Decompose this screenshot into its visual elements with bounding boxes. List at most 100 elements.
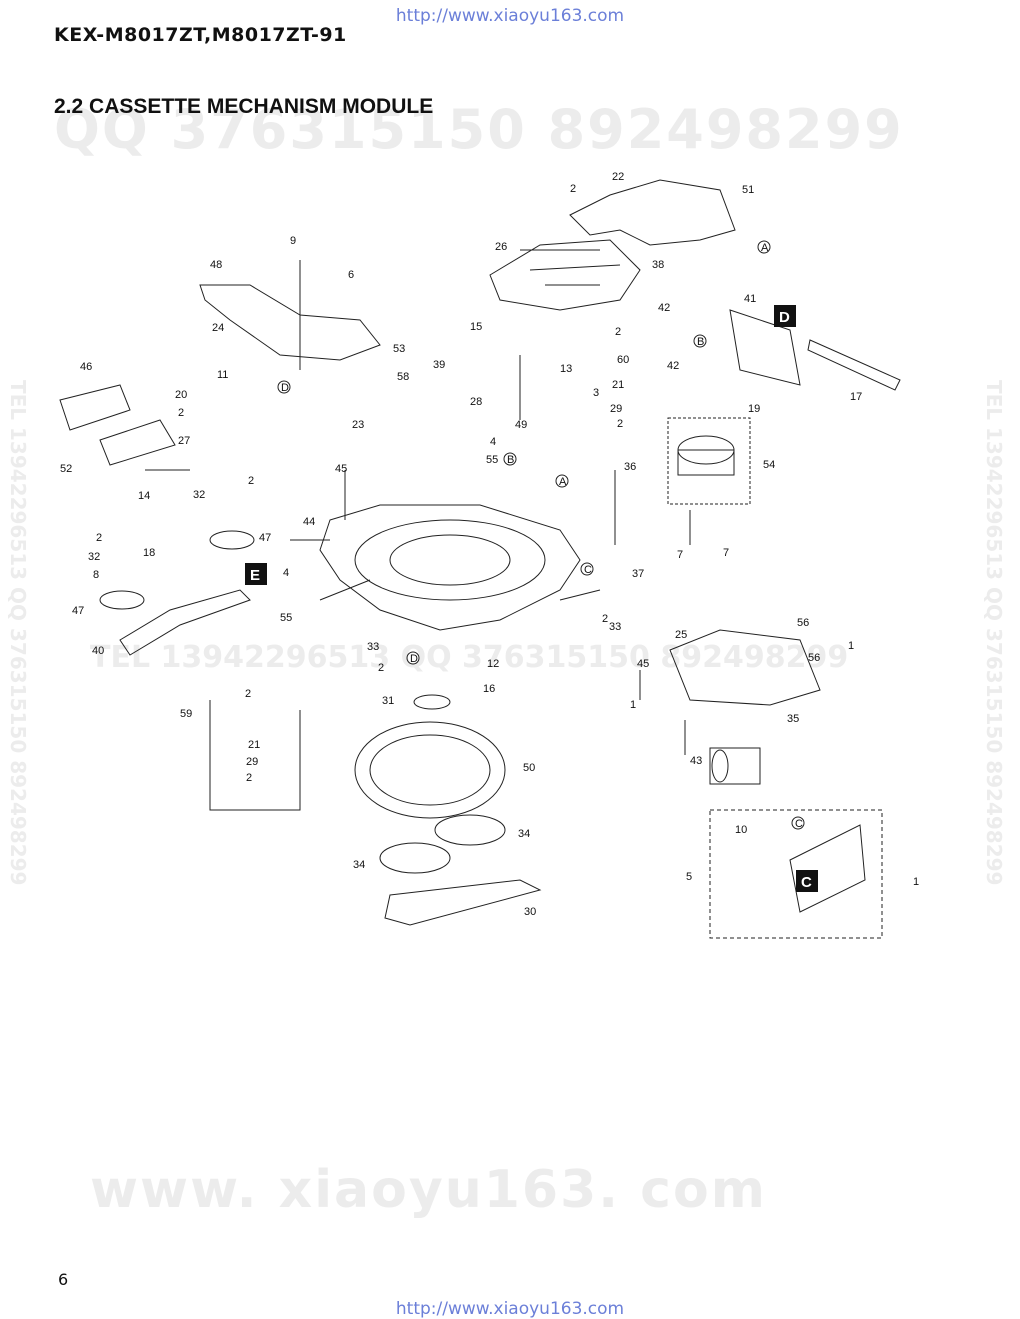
part-label: 47	[72, 605, 84, 617]
part-label: 15	[470, 321, 482, 333]
part-label: 2	[570, 183, 576, 195]
callout-circle	[693, 334, 707, 348]
part-label: 41	[744, 293, 756, 305]
callout-circle	[757, 240, 771, 254]
part-label: 38	[652, 259, 664, 271]
part-label: 52	[60, 463, 72, 475]
part-label: 21	[248, 739, 260, 751]
part-label: 7	[677, 549, 683, 561]
part-label: 28	[470, 396, 482, 408]
section-title: 2.2 CASSETTE MECHANISM MODULE	[54, 95, 434, 118]
part-label: 5	[686, 871, 692, 883]
source-url-bottom[interactable]: http://www.xiaoyu163.com	[395, 1299, 625, 1319]
callout-circle	[406, 651, 420, 665]
part-label: 2	[617, 418, 623, 430]
part-label: D	[410, 653, 418, 665]
part-label: 1	[630, 699, 636, 711]
part-label: 18	[143, 547, 155, 559]
part-label: 44	[303, 516, 315, 528]
section-marker-e: E	[250, 567, 260, 584]
part-label: 42	[667, 360, 679, 372]
page-number: 6	[58, 1270, 69, 1289]
part-label: 4	[490, 436, 496, 448]
callout-circle	[503, 452, 517, 466]
part-label: 23	[352, 419, 364, 431]
part-label: 22	[612, 171, 624, 183]
part-label: 2	[378, 662, 384, 674]
part-label: 36	[624, 461, 636, 473]
part-label: 1	[848, 640, 854, 652]
part-label: 2	[248, 475, 254, 487]
watermark-vertical-right: TEL 13942296513 QQ 376315150 892498299	[982, 380, 1006, 886]
part-label: 14	[138, 490, 150, 502]
part-label: 56	[797, 617, 809, 629]
part-label: 56	[808, 652, 820, 664]
part-label: 2	[178, 407, 184, 419]
part-label: 12	[487, 658, 499, 670]
part-label: 9	[290, 235, 296, 247]
section-marker-e-box	[245, 563, 267, 585]
part-label: 2	[245, 688, 251, 700]
part-label: 55	[280, 612, 292, 624]
callout-circle	[791, 816, 805, 830]
part-label: 21	[612, 379, 624, 391]
source-url-top[interactable]: http://www.xiaoyu163.com	[395, 6, 625, 26]
part-label: 55	[486, 454, 498, 466]
section-marker-d: D	[779, 309, 790, 326]
part-label: 6	[348, 269, 354, 281]
watermark-vertical-left: TEL 13942296513 QQ 376315150 892498299	[6, 380, 30, 886]
part-label: 49	[515, 419, 527, 431]
part-label: 7	[723, 547, 729, 559]
part-label: 25	[675, 629, 687, 641]
watermark-site: www. xiaoyu163. com	[90, 1160, 767, 1220]
model-number: KEX-M8017ZT,M8017ZT-91	[54, 24, 347, 46]
part-label: 47	[259, 532, 271, 544]
part-label: 2	[246, 772, 252, 784]
part-label: 3	[593, 387, 599, 399]
part-label: 33	[367, 641, 379, 653]
section-marker-c: C	[801, 874, 812, 891]
part-label: 54	[763, 459, 775, 471]
callout-circle	[277, 380, 291, 394]
part-label: C	[584, 564, 592, 576]
section-marker-d-box	[774, 305, 796, 327]
part-label: 51	[742, 184, 754, 196]
watermark-tel: TEL 13942296513 QQ 376315150 892498299	[90, 640, 849, 675]
part-label: 29	[610, 403, 622, 415]
part-label: 45	[335, 463, 347, 475]
part-label: 43	[690, 755, 702, 767]
part-label: 33	[609, 621, 621, 633]
callout-circle	[580, 562, 594, 576]
part-label: 53	[393, 343, 405, 355]
part-label: A	[761, 242, 769, 254]
part-label: 31	[382, 695, 394, 707]
part-label: C	[795, 818, 803, 830]
part-label: D	[281, 382, 289, 394]
part-label: 24	[212, 322, 224, 334]
part-label: B	[507, 454, 514, 466]
part-label: 20	[175, 389, 187, 401]
part-label: 59	[180, 708, 192, 720]
section-marker-c-box	[796, 870, 818, 892]
part-label: 8	[93, 569, 99, 581]
part-label: B	[697, 336, 704, 348]
part-label: 35	[787, 713, 799, 725]
part-label: A	[559, 476, 567, 488]
part-label: 16	[483, 683, 495, 695]
part-label: 34	[353, 859, 365, 871]
part-label: 4	[283, 567, 289, 579]
part-label: 37	[632, 568, 644, 580]
part-label: 48	[210, 259, 222, 271]
part-label: 27	[178, 435, 190, 447]
part-label: 32	[88, 551, 100, 563]
part-label: 58	[397, 371, 409, 383]
part-label: 45	[637, 658, 649, 670]
part-label: 39	[433, 359, 445, 371]
part-label: 19	[748, 403, 760, 415]
part-label: 2	[96, 532, 102, 544]
part-label: 2	[602, 613, 608, 625]
part-label: 2	[615, 326, 621, 338]
part-label: 13	[560, 363, 572, 375]
part-label: 46	[80, 361, 92, 373]
